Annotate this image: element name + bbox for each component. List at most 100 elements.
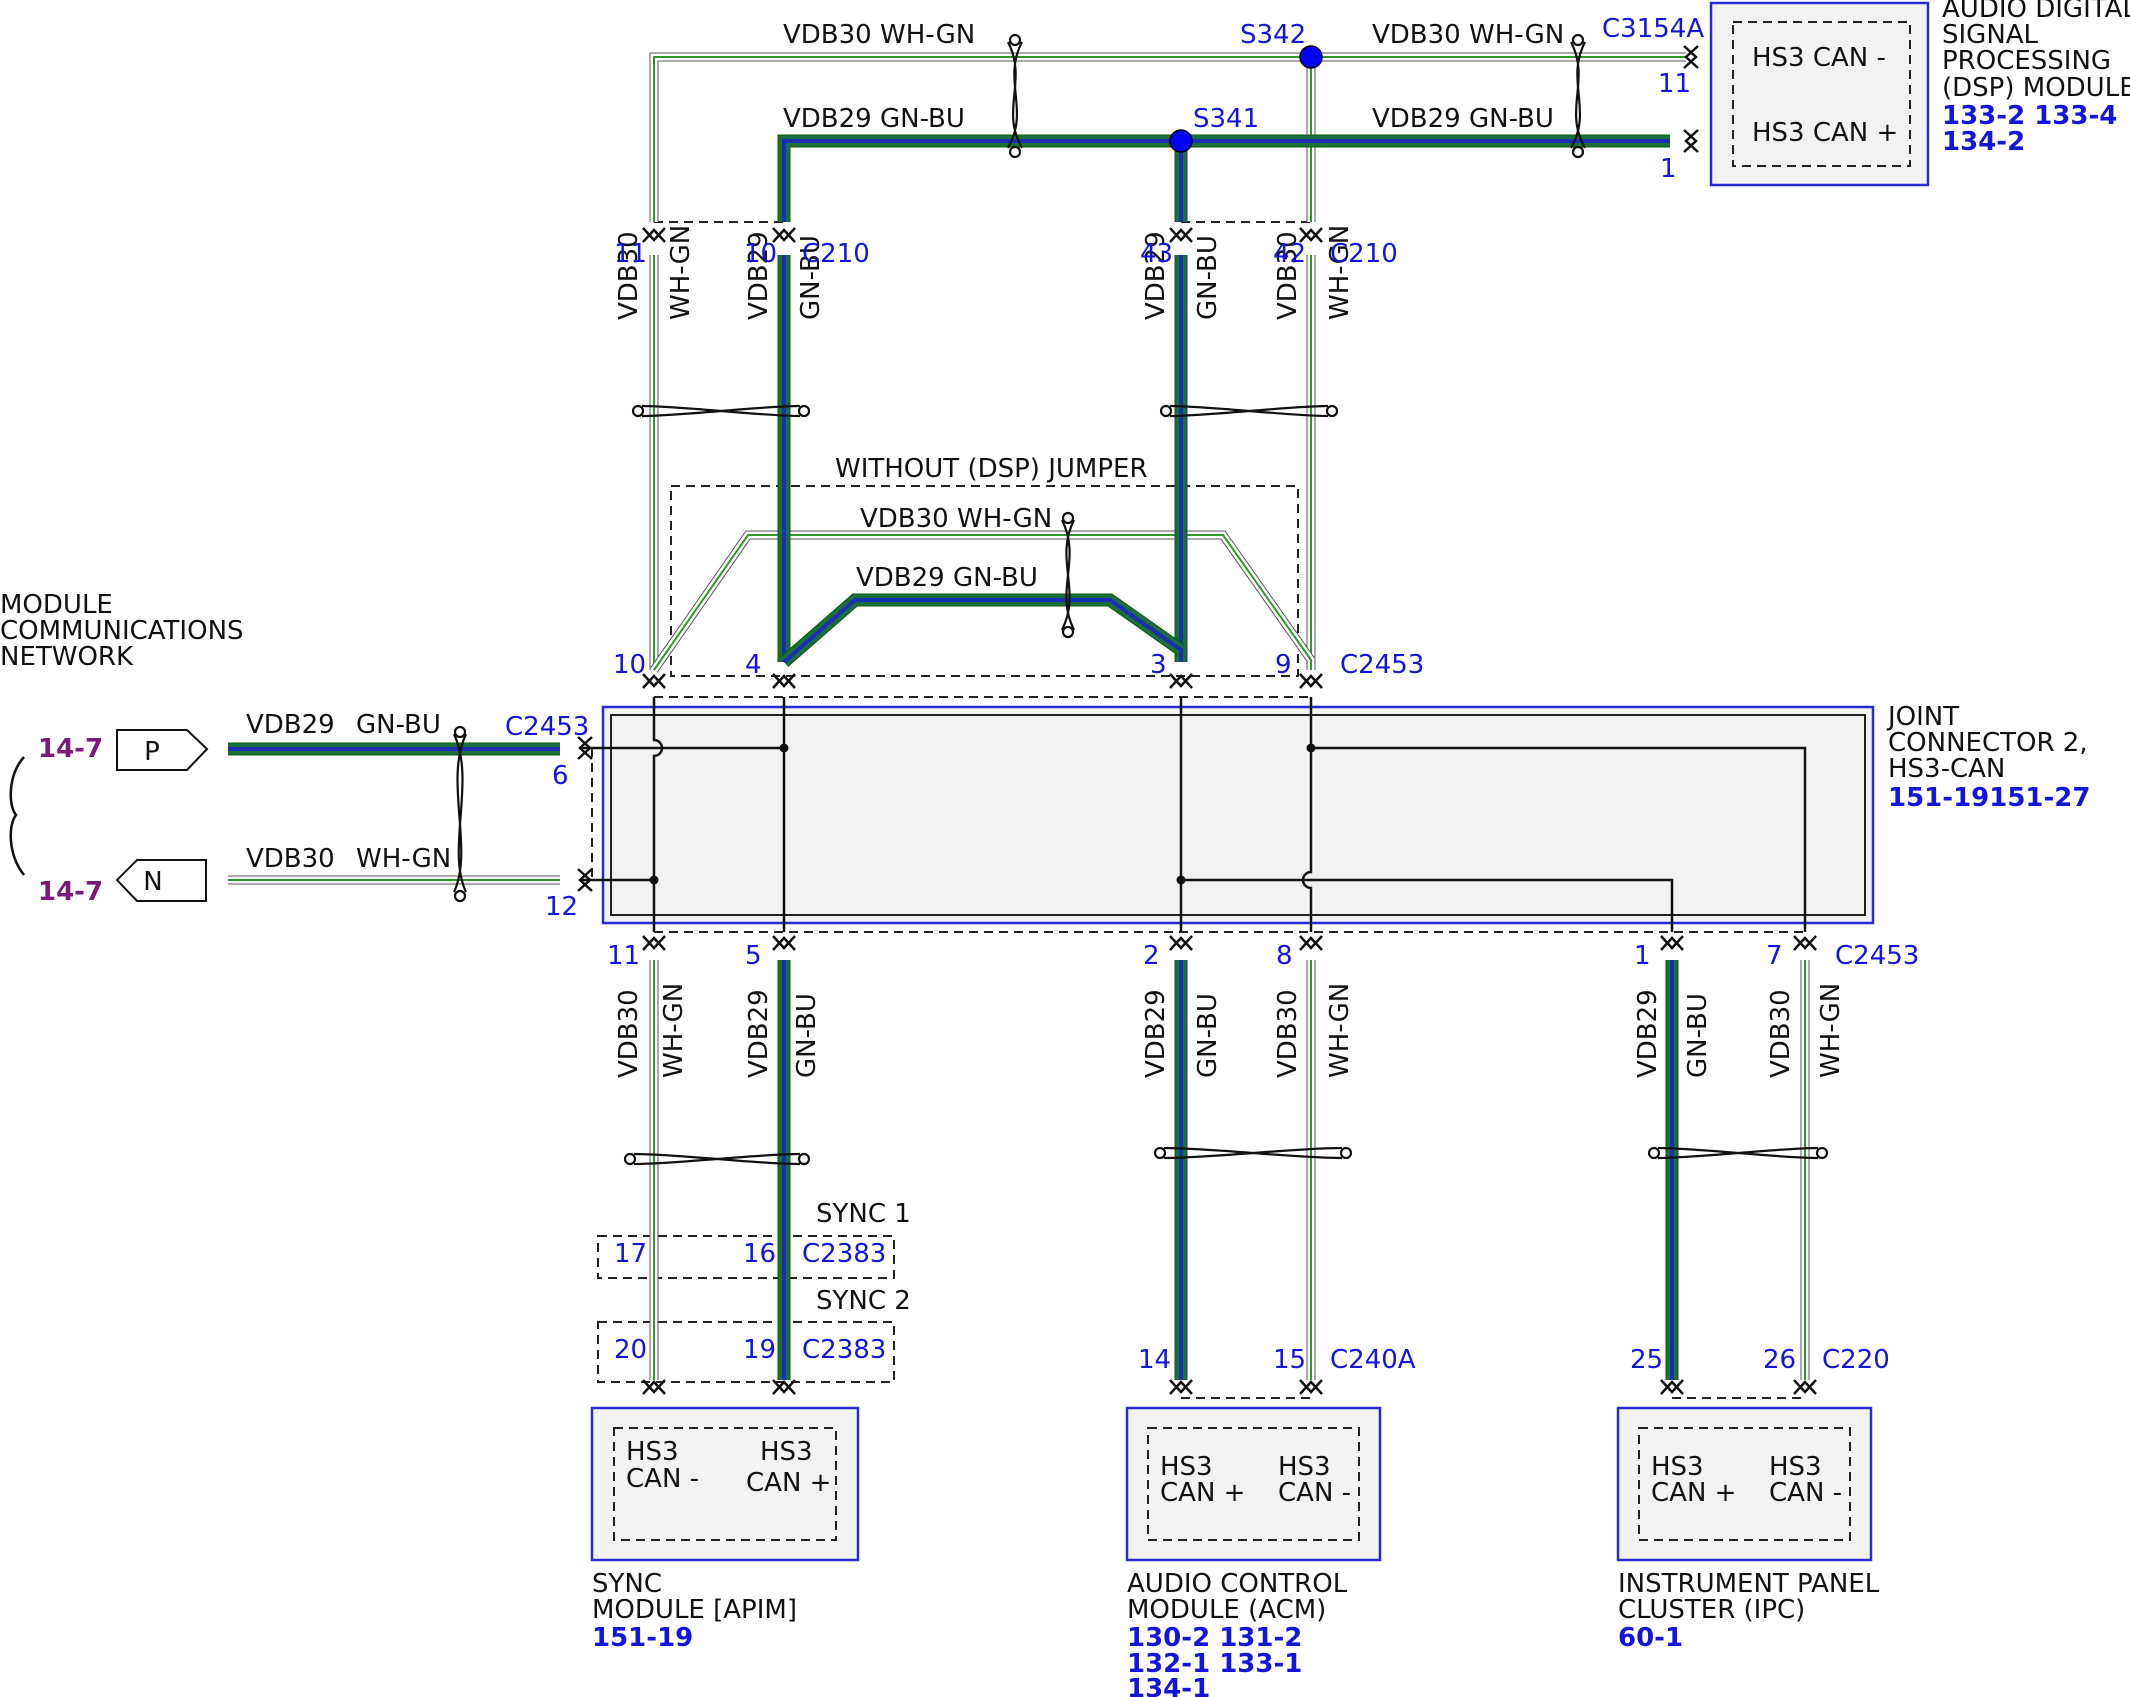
svg-text:JOINT: JOINT <box>1886 702 1959 732</box>
v-gnbu-1: GN-BU <box>796 235 826 320</box>
v-whgn-2: WH-GN <box>1325 225 1355 320</box>
dsp-pin-1: 1 <box>1660 154 1677 184</box>
splice-s341-dot <box>1169 129 1193 153</box>
dsp-can-plus: HS3 CAN + <box>1752 118 1898 148</box>
wire-vdb30-jumper-stripe <box>653 534 1312 671</box>
svg-text:CAN +: CAN + <box>746 1468 831 1498</box>
v-vdb30-4: VDB30 <box>1273 989 1303 1078</box>
svg-text:151-19: 151-19 <box>592 1623 693 1653</box>
svg-text:INSTRUMENT PANEL: INSTRUMENT PANEL <box>1618 1569 1880 1599</box>
svg-text:CAN -: CAN - <box>1278 1478 1351 1508</box>
wire-layer <box>228 52 1810 1380</box>
v-vdb29-2: VDB29 <box>1141 231 1171 320</box>
svg-text:10: 10 <box>744 239 777 269</box>
svg-text:SYNC 1: SYNC 1 <box>816 1199 911 1229</box>
svg-text:C2383: C2383 <box>802 1335 886 1365</box>
svg-text:C210: C210 <box>1330 239 1398 269</box>
svg-text:43: 43 <box>1140 239 1173 269</box>
twist-end <box>623 1152 637 1166</box>
svg-text:134-2: 134-2 <box>1942 127 2025 157</box>
svg-text:151-19151-27: 151-19151-27 <box>1888 783 2091 813</box>
dsp-pin-11: 11 <box>1658 69 1691 99</box>
v-vdb29-3: VDB29 <box>744 989 774 1078</box>
dsp-can-minus: HS3 CAN - <box>1752 43 1886 73</box>
v-gnbu-4: GN-BU <box>1193 993 1223 1078</box>
svg-text:MODULE: MODULE <box>0 590 113 620</box>
svg-text:VDB29 GN-BU: VDB29 GN-BU <box>856 563 1038 593</box>
joint-connector-box <box>601 705 1875 925</box>
v-vdb29-1: VDB29 <box>744 231 774 320</box>
sync-module-box <box>590 1406 860 1562</box>
svg-text:16: 16 <box>743 1239 776 1269</box>
twist-end <box>1325 404 1339 418</box>
svg-text:VDB30 WH-GN: VDB30 WH-GN <box>860 504 1052 534</box>
network-p-flag <box>116 729 209 771</box>
svg-text:C240A: C240A <box>1330 1345 1416 1375</box>
svg-text:7: 7 <box>1766 941 1783 971</box>
twist-line <box>1169 404 1329 418</box>
svg-text:132-1 133-1: 132-1 133-1 <box>1127 1649 1302 1679</box>
svg-text:6: 6 <box>552 761 569 791</box>
ipc-labels: 25 26 C220 HS3 CAN + HS3 CAN - INSTRUMEN… <box>1618 1345 1890 1653</box>
svg-text:MODULE (ACM): MODULE (ACM) <box>1127 1595 1326 1625</box>
v-vdb30-1: VDB30 <box>614 231 644 320</box>
svg-text:CONNECTOR 2,: CONNECTOR 2, <box>1888 728 2088 758</box>
svg-text:14-7: 14-7 <box>38 734 103 764</box>
svg-text:15: 15 <box>1273 1345 1306 1375</box>
v-whgn-5: WH-GN <box>1816 983 1846 1078</box>
acm-module-box <box>1125 1406 1382 1562</box>
svg-text:AUDIO DIGITAL: AUDIO DIGITAL <box>1942 0 2130 24</box>
splice-s341-label: S341 <box>1193 104 1259 134</box>
dsp-connector: C3154A <box>1602 14 1704 44</box>
svg-text:C2453: C2453 <box>1340 650 1424 680</box>
svg-text:134-1: 134-1 <box>1127 1674 1210 1697</box>
svg-text:42: 42 <box>1273 239 1306 269</box>
twist-end <box>1153 1146 1167 1160</box>
twist-end <box>797 1152 811 1166</box>
v-vdb30-5: VDB30 <box>1766 989 1796 1078</box>
v-gnbu-5: GN-BU <box>1683 993 1713 1078</box>
joint-name: JOINT CONNECTOR 2, HS3-CAN 151-19151-27 <box>1886 702 2091 813</box>
svg-text:GN-BU: GN-BU <box>356 710 441 740</box>
svg-text:HS3: HS3 <box>1160 1452 1213 1482</box>
c2453-top-labels: 10 4 3 9 C2453 <box>613 650 1424 680</box>
twist-line <box>641 404 801 418</box>
network-brace <box>9 756 25 876</box>
v-vdb30-2: VDB30 <box>1273 231 1303 320</box>
svg-text:26: 26 <box>1763 1345 1796 1375</box>
svg-text:HS3: HS3 <box>1769 1452 1822 1482</box>
wire-vdb29-top-loop-stripe <box>782 139 1670 222</box>
svg-text:14-7: 14-7 <box>38 877 103 907</box>
svg-text:NETWORK: NETWORK <box>0 642 134 672</box>
network-n-letter: N <box>143 867 162 897</box>
v-whgn-3: WH-GN <box>659 983 689 1078</box>
v-vdb29-4: VDB29 <box>1141 989 1171 1078</box>
svg-text:17: 17 <box>614 1239 647 1269</box>
svg-text:WITHOUT (DSP) JUMPER: WITHOUT (DSP) JUMPER <box>835 454 1148 484</box>
wire-vdb29-top-loop-body <box>778 135 1670 222</box>
svg-text:COMMUNICATIONS: COMMUNICATIONS <box>0 616 244 646</box>
v-whgn-1: WH-GN <box>666 225 696 320</box>
twist-end <box>797 404 811 418</box>
svg-text:2: 2 <box>1143 941 1160 971</box>
svg-text:VDB29 GN-BU: VDB29 GN-BU <box>1372 104 1554 134</box>
network-n-flag <box>115 859 207 902</box>
svg-text:MODULE [APIM]: MODULE [APIM] <box>592 1595 797 1625</box>
twist-line <box>1657 1146 1819 1160</box>
svg-text:HS3: HS3 <box>1278 1452 1331 1482</box>
svg-text:10: 10 <box>613 650 646 680</box>
joint-internal-bus <box>580 697 1807 932</box>
svg-text:VDB30: VDB30 <box>246 844 335 874</box>
sync-labels: SYNC 1 SYNC 2 17 16 C2383 20 19 C2383 HS… <box>592 1199 911 1653</box>
svg-text:C210: C210 <box>802 239 870 269</box>
c2453-bottom-labels: 11 5 2 8 1 7 C2453 <box>607 941 1919 971</box>
twist-line <box>1163 1146 1343 1160</box>
svg-text:5: 5 <box>745 941 762 971</box>
twist-end <box>1339 1146 1353 1160</box>
svg-text:WH-GN: WH-GN <box>356 844 451 874</box>
v-vdb29-5: VDB29 <box>1633 989 1663 1078</box>
svg-text:C220: C220 <box>1822 1345 1890 1375</box>
splice-s342-dot <box>1299 45 1323 69</box>
svg-text:C2453: C2453 <box>1835 941 1919 971</box>
